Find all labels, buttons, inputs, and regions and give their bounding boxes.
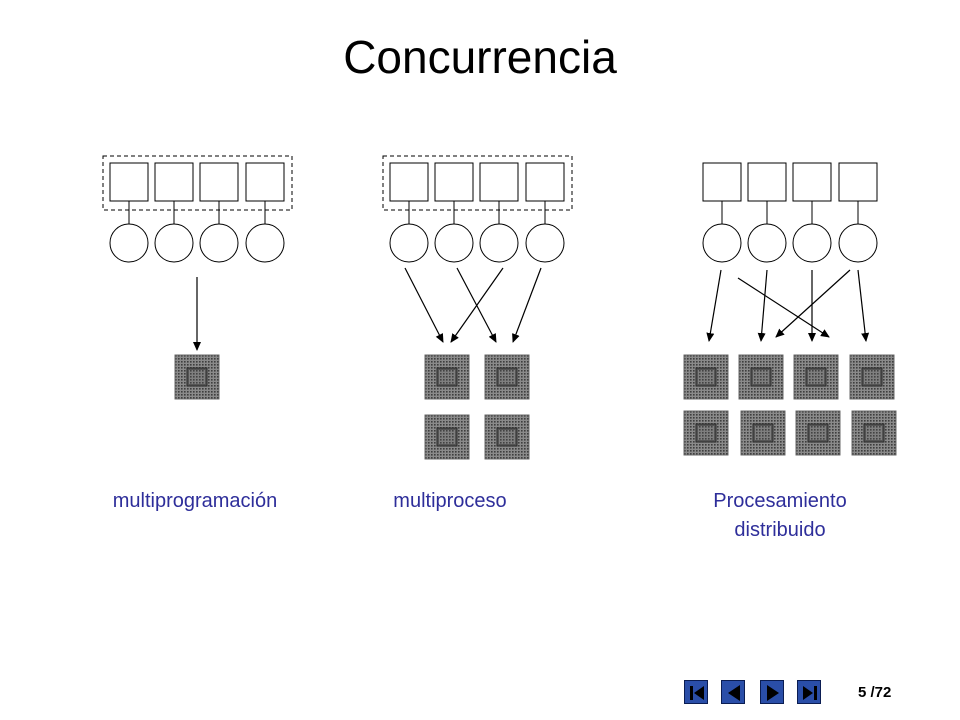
previous-slide-button[interactable] bbox=[721, 680, 745, 704]
cpu-chip-icon bbox=[484, 354, 530, 400]
process-node bbox=[109, 223, 149, 263]
cpu-chip-icon bbox=[738, 354, 784, 400]
slide-title: Concurrencia bbox=[343, 31, 617, 83]
program-block bbox=[792, 162, 832, 202]
program-block bbox=[245, 162, 285, 202]
caption-distributed-line1: Procesamiento bbox=[713, 490, 847, 512]
process-node bbox=[389, 223, 429, 263]
process-node bbox=[702, 223, 742, 263]
arrow-left-icon bbox=[728, 685, 740, 701]
program-block bbox=[479, 162, 519, 202]
scheduling-arrow bbox=[775, 269, 851, 338]
cpu-chip-icon bbox=[851, 410, 897, 456]
cpu-chip-icon bbox=[740, 410, 786, 456]
program-block bbox=[702, 162, 742, 202]
caption-multiprocess: multiproceso bbox=[393, 490, 507, 512]
program-block bbox=[199, 162, 239, 202]
last-slide-button[interactable] bbox=[797, 680, 821, 704]
skip-back-icon bbox=[690, 686, 704, 700]
cpu-chip-icon bbox=[424, 414, 470, 460]
page-current: 5 bbox=[858, 684, 867, 701]
process-node bbox=[199, 223, 239, 263]
scheduling-arrow bbox=[404, 267, 444, 343]
scheduling-arrow bbox=[857, 269, 870, 342]
first-slide-button[interactable] bbox=[684, 680, 708, 704]
process-node bbox=[479, 223, 519, 263]
process-node bbox=[747, 223, 787, 263]
scheduling-arrow bbox=[706, 269, 722, 342]
program-block bbox=[109, 162, 149, 202]
process-node bbox=[434, 223, 474, 263]
skip-forward-icon bbox=[803, 686, 817, 700]
cpu-chip-icon bbox=[793, 354, 839, 400]
program-block bbox=[838, 162, 878, 202]
cpu-chip-icon bbox=[849, 354, 895, 400]
cpu-chip-icon bbox=[795, 410, 841, 456]
caption-distributed: Procesamiento distribuido bbox=[660, 487, 900, 545]
process-node bbox=[838, 223, 878, 263]
program-block bbox=[747, 162, 787, 202]
process-node bbox=[154, 223, 194, 263]
page-indicator: 5 /72 bbox=[858, 684, 891, 701]
scheduling-arrow bbox=[757, 269, 768, 342]
program-block bbox=[389, 162, 429, 202]
process-node bbox=[245, 223, 285, 263]
arrow-right-icon bbox=[767, 685, 779, 701]
caption-multiprogramming: multiprogramación bbox=[112, 490, 278, 512]
program-block bbox=[434, 162, 474, 202]
next-slide-button[interactable] bbox=[760, 680, 784, 704]
scheduling-arrow bbox=[450, 267, 504, 343]
cpu-chip-icon bbox=[683, 354, 729, 400]
cpu-chip-icon bbox=[683, 410, 729, 456]
distributed-group bbox=[683, 162, 897, 456]
multiprocess-group bbox=[382, 155, 573, 460]
cpu-chip-icon bbox=[424, 354, 470, 400]
cpu-chip-icon bbox=[484, 414, 530, 460]
page-total: /72 bbox=[870, 684, 892, 701]
process-node bbox=[525, 223, 565, 263]
cpu-chip-icon bbox=[174, 354, 220, 400]
process-node bbox=[792, 223, 832, 263]
multiprogramming-group bbox=[102, 155, 293, 400]
caption-distributed-line2: distribuido bbox=[734, 519, 826, 541]
program-queue-box bbox=[382, 155, 573, 211]
scheduling-arrow bbox=[512, 267, 542, 343]
program-block bbox=[525, 162, 565, 202]
scheduling-arrow bbox=[737, 277, 830, 338]
program-block bbox=[154, 162, 194, 202]
program-queue-box bbox=[102, 155, 293, 211]
